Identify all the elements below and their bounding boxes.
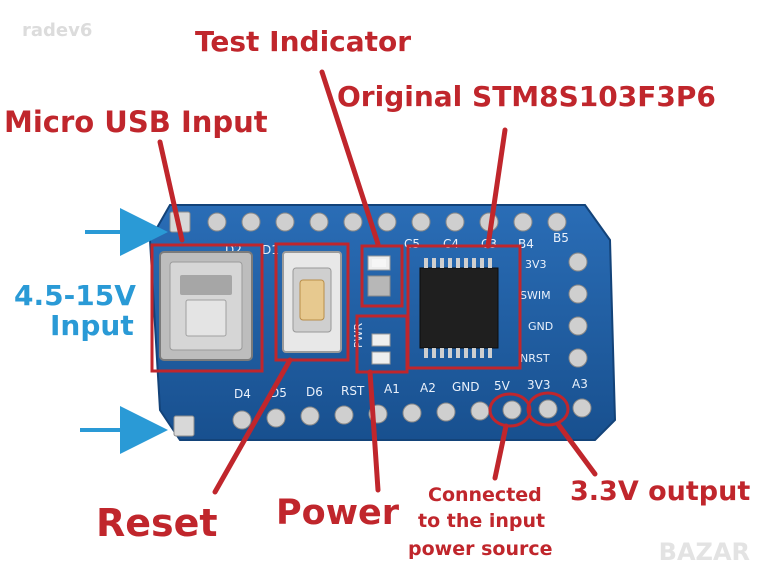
- input-arrows: [80, 208, 168, 454]
- pin-label-bottom: RST: [341, 384, 365, 398]
- pin-label-bottom: A2: [420, 381, 436, 395]
- pin-label-bottom: D4: [234, 387, 251, 401]
- usb-callout-line: [157, 139, 185, 243]
- 5v-callout-line: [492, 423, 509, 481]
- callout-lines: [157, 69, 598, 495]
- usb-highlight-box: [150, 243, 264, 373]
- bottom-silkscreen: D4 D5 D6 RST A1 A2 GND 5V 3V3 A3: [234, 377, 588, 401]
- top-header-pads: [169, 211, 567, 233]
- 5v-highlight-ellipse: [488, 392, 532, 428]
- pin-label-bottom: A3: [572, 377, 588, 391]
- pin-label-right: SWIM: [520, 289, 551, 302]
- highlight-boxes: [150, 242, 570, 428]
- pin-label-bottom: 3V3: [527, 378, 550, 392]
- original-chip-label: Original STM8S103F3P6: [337, 80, 716, 113]
- reset-button: [282, 251, 342, 353]
- connected-label-line3: power source: [408, 538, 553, 560]
- test-indicator-label: Test Indicator: [195, 25, 412, 58]
- power-callout-line: [367, 369, 381, 493]
- reset-highlight-box: [274, 242, 350, 362]
- pin-label-top: C5: [404, 237, 420, 251]
- 3v3-callout-line: [555, 421, 598, 477]
- pin-label-right: 3V3: [525, 258, 547, 271]
- chip-highlight-box: [406, 244, 522, 370]
- input-voltage-sub-label: Input: [50, 309, 134, 342]
- connected-label-line1: Connected: [428, 484, 542, 506]
- pin-label-bottom: D6: [306, 385, 323, 399]
- micro-usb-label: Micro USB Input: [4, 105, 268, 139]
- input-voltage-label: 4.5-15V: [14, 279, 136, 312]
- connected-label-line2: to the input: [418, 510, 546, 532]
- pin-label-bottom: 5V: [494, 379, 511, 393]
- pin-label-bottom: A1: [384, 382, 400, 396]
- micro-usb-connector: [159, 251, 253, 361]
- reset-callout-line: [212, 357, 293, 495]
- pin-label-right: NRST: [520, 352, 550, 365]
- chip-callout-line: [485, 127, 508, 249]
- 3v3-highlight-ellipse: [526, 391, 570, 427]
- reset-label: Reset: [96, 501, 218, 545]
- test-indicator-callout-line: [319, 69, 381, 247]
- pin-label-top: B4: [518, 237, 534, 251]
- right-header-pads: 3V3 SWIM GND NRST: [520, 252, 588, 368]
- output-3v3-label: 3.3V output: [570, 476, 751, 507]
- test-led-highlight-box: [360, 244, 404, 308]
- power-label: Power: [276, 493, 400, 533]
- pin-label-top: B5: [553, 231, 569, 245]
- watermark-text: radev6: [22, 20, 93, 41]
- stm8-chip: [419, 258, 499, 358]
- pin-label-bottom: GND: [452, 380, 480, 394]
- pin-label-right: GND: [528, 320, 553, 333]
- bottom-watermark: BAZAR: [658, 538, 750, 566]
- pin-label-top: C4: [443, 237, 459, 251]
